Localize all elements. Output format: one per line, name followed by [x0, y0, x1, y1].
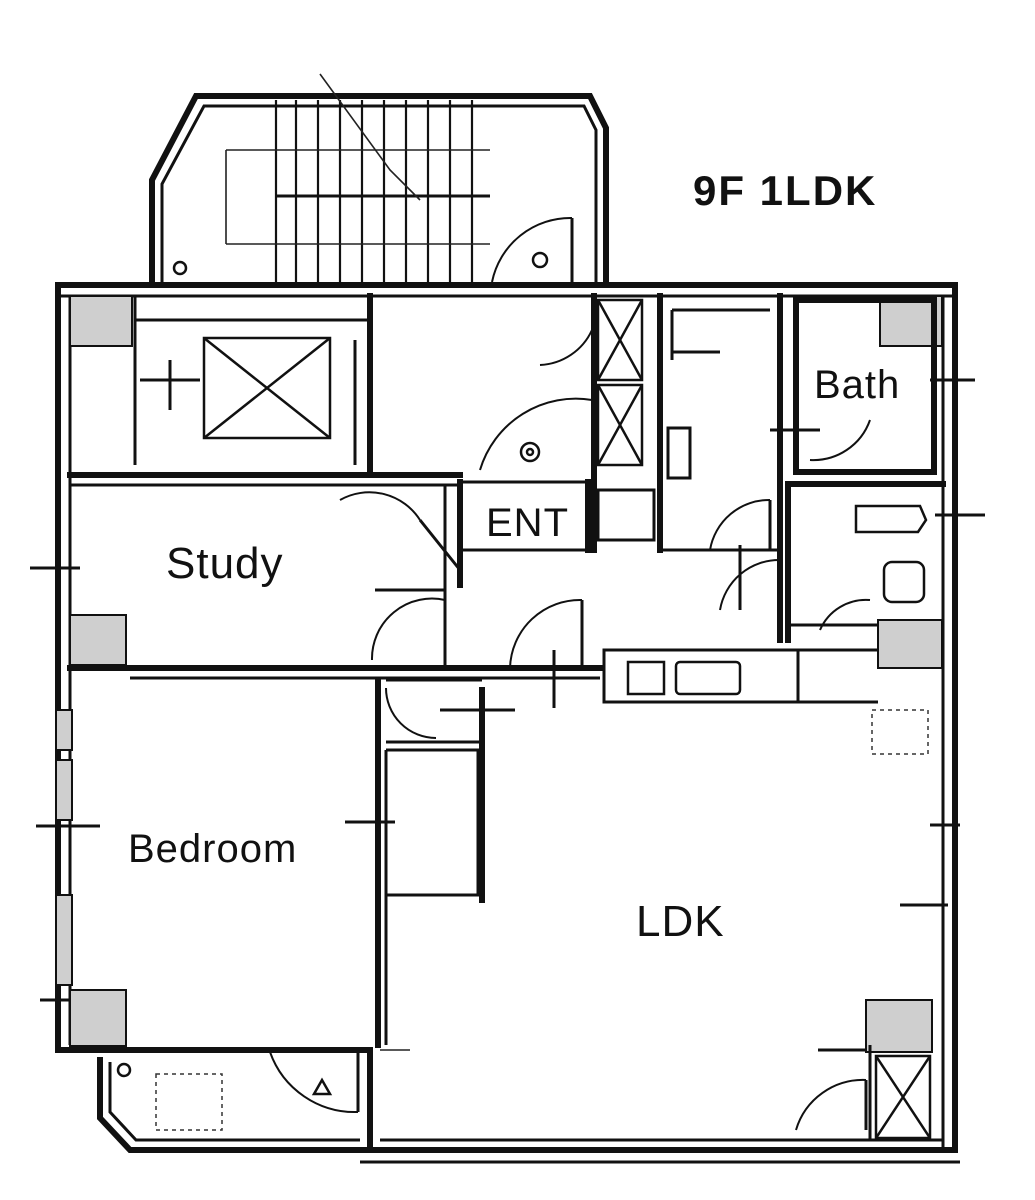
- washroom: [785, 481, 985, 643]
- kitchen-counter: [440, 648, 929, 755]
- study-room: Study: [67, 485, 603, 680]
- bath-room: Bath: [770, 297, 975, 475]
- entrance: ENT: [457, 479, 656, 588]
- duct-shafts: [591, 293, 663, 553]
- ldk-room: LDK: [636, 823, 960, 1140]
- room-label-bath: Bath: [814, 363, 900, 407]
- dimension-ticks: [30, 566, 960, 1164]
- stair-steps: [225, 73, 490, 285]
- room-label-bedroom: Bedroom: [128, 827, 297, 871]
- room-label-ent: ENT: [486, 501, 569, 545]
- bedroom-room: Bedroom: [36, 677, 485, 1131]
- structural-columns: [55, 295, 943, 1053]
- room-label-study: Study: [166, 539, 284, 588]
- service-band: [67, 293, 593, 487]
- outer-walls: [55, 282, 958, 1153]
- utility-room: [660, 293, 783, 643]
- stair-tower: [149, 73, 609, 285]
- room-label-ldk: LDK: [636, 897, 725, 946]
- floor-plan-title: 9F 1LDK: [693, 167, 877, 214]
